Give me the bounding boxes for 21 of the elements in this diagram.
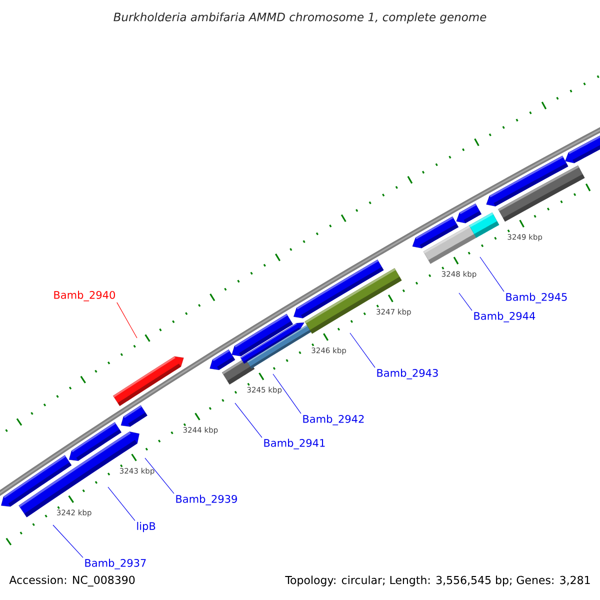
gene-label: Bamb_2943	[377, 368, 438, 380]
gene-label: Bamb_2944	[474, 312, 536, 322]
title: Burkholderia ambifaria AMMD chromosome 1, complete genome	[114, 12, 486, 24]
leader-line	[480, 256, 504, 292]
leader-line	[108, 486, 136, 522]
leader-line	[116, 302, 138, 338]
gene-label: Bamb_2939	[176, 494, 237, 506]
leader-line	[52, 524, 84, 558]
gene-label: Bamb_2945	[506, 292, 567, 304]
leader-line	[144, 458, 174, 494]
gene-label: Bamb_2937	[85, 558, 146, 570]
gene-label: Bamb_2942	[303, 414, 364, 426]
gene-label: lipB	[137, 522, 156, 532]
gene-label: Bamb_2941	[264, 438, 325, 450]
gene-label: Bamb_2940	[54, 290, 115, 302]
leader-line	[234, 402, 262, 438]
genome-stats-label: Topology: circular; Length: 3,556,545 bp; Genes: 3,281	[285, 576, 590, 586]
leader-line	[272, 374, 302, 414]
leader-line	[350, 332, 376, 368]
leader-line	[458, 292, 472, 311]
accession-label: Accession: NC_008390	[9, 576, 135, 586]
